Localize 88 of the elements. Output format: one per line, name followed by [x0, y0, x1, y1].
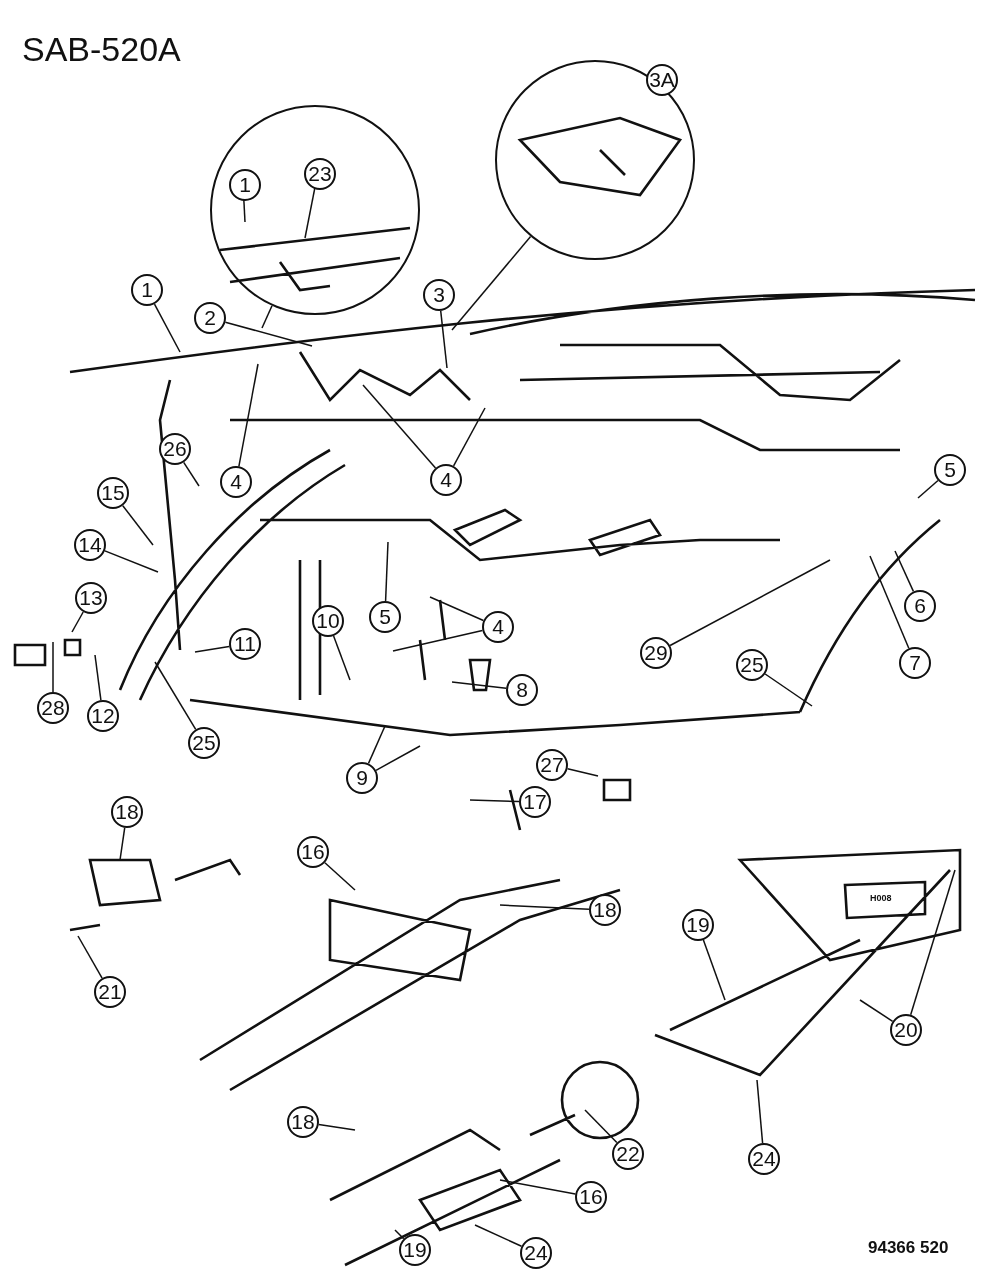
leader-line: [362, 384, 437, 469]
callout-number: 24: [748, 1143, 780, 1175]
leader-line: [182, 461, 200, 487]
callout-number: 8: [506, 674, 538, 706]
leader-line: [392, 629, 484, 652]
callout-number: 11: [229, 628, 261, 660]
drawing-number: 94366 520: [868, 1238, 949, 1258]
leader-line: [452, 407, 486, 467]
callout-number: 5: [934, 454, 966, 486]
callout-number: 4: [482, 611, 514, 643]
leader-line: [894, 550, 915, 593]
callout-number: 25: [188, 727, 220, 759]
callout-number: 4: [220, 466, 252, 498]
callout-number: 7: [899, 647, 931, 679]
callout-number: 12: [87, 700, 119, 732]
callout-number: 22: [612, 1138, 644, 1170]
leader-line: [499, 1179, 577, 1195]
leader-line: [451, 235, 532, 331]
leader-line: [324, 861, 356, 891]
callout-number: 4: [430, 464, 462, 496]
leader-line: [77, 935, 103, 979]
callout-number: 18: [287, 1106, 319, 1138]
callout-number: 19: [399, 1234, 431, 1266]
leader-line: [764, 673, 813, 707]
leader-line: [429, 596, 485, 622]
leader-line: [702, 939, 726, 1001]
callout-number: 19: [682, 909, 714, 941]
callout-number: 3: [423, 279, 455, 311]
callout-number: 2: [194, 302, 226, 334]
detail-inset-circle: [495, 60, 695, 260]
callout-number: 27: [536, 749, 568, 781]
callout-number: 29: [640, 637, 672, 669]
leader-line: [224, 321, 313, 347]
leader-line: [122, 504, 154, 546]
callout-number: 16: [575, 1181, 607, 1213]
leader-line: [153, 303, 181, 353]
callout-number: 15: [97, 477, 129, 509]
callout-number: 18: [111, 796, 143, 828]
leader-line: [469, 799, 520, 803]
callout-number: 13: [75, 582, 107, 614]
leader-line: [375, 745, 421, 772]
leader-line: [104, 550, 159, 573]
leader-line: [917, 479, 939, 499]
leader-line: [119, 827, 126, 861]
leader-line: [474, 1224, 523, 1248]
leader-line: [194, 645, 230, 653]
callout-number: 25: [736, 649, 768, 681]
leader-line: [909, 869, 956, 1016]
leader-line: [52, 641, 54, 693]
leader-line: [869, 555, 910, 650]
leader-line: [94, 654, 102, 701]
callout-number: 20: [890, 1014, 922, 1046]
leader-line: [451, 681, 507, 689]
callout-number: 3A: [646, 64, 678, 96]
callout-number: 21: [94, 976, 126, 1008]
leader-line: [394, 1229, 405, 1240]
callout-number: 1: [131, 274, 163, 306]
leader-line: [318, 1123, 356, 1131]
leader-line: [384, 541, 389, 602]
leader-line: [439, 310, 448, 369]
diagram-code: SAB-520A: [22, 30, 181, 69]
callout-number: 24: [520, 1237, 552, 1269]
leader-line: [669, 559, 831, 647]
leader-line: [584, 1109, 618, 1144]
callout-number: 10: [312, 605, 344, 637]
callout-number: 16: [297, 836, 329, 868]
callout-number: 9: [346, 762, 378, 794]
leader-line: [367, 725, 386, 765]
leader-line: [859, 999, 894, 1023]
callout-number: 6: [904, 590, 936, 622]
leader-line: [499, 904, 590, 910]
part-marking: H008: [870, 893, 892, 903]
callout-number: 5: [369, 601, 401, 633]
leader-line: [566, 767, 599, 777]
leader-line: [332, 635, 351, 681]
callout-number: 28: [37, 692, 69, 724]
callout-number: 18: [589, 894, 621, 926]
callout-number: 1: [229, 169, 261, 201]
leader-line: [154, 661, 197, 731]
callout-number: 14: [74, 529, 106, 561]
leader-line: [238, 363, 259, 468]
callout-number: 23: [304, 158, 336, 190]
callout-number: 26: [159, 433, 191, 465]
callout-number: 17: [519, 786, 551, 818]
leader-line: [71, 611, 84, 633]
leader-line: [261, 305, 273, 329]
leader-line: [243, 198, 246, 223]
leader-line: [756, 1079, 764, 1144]
